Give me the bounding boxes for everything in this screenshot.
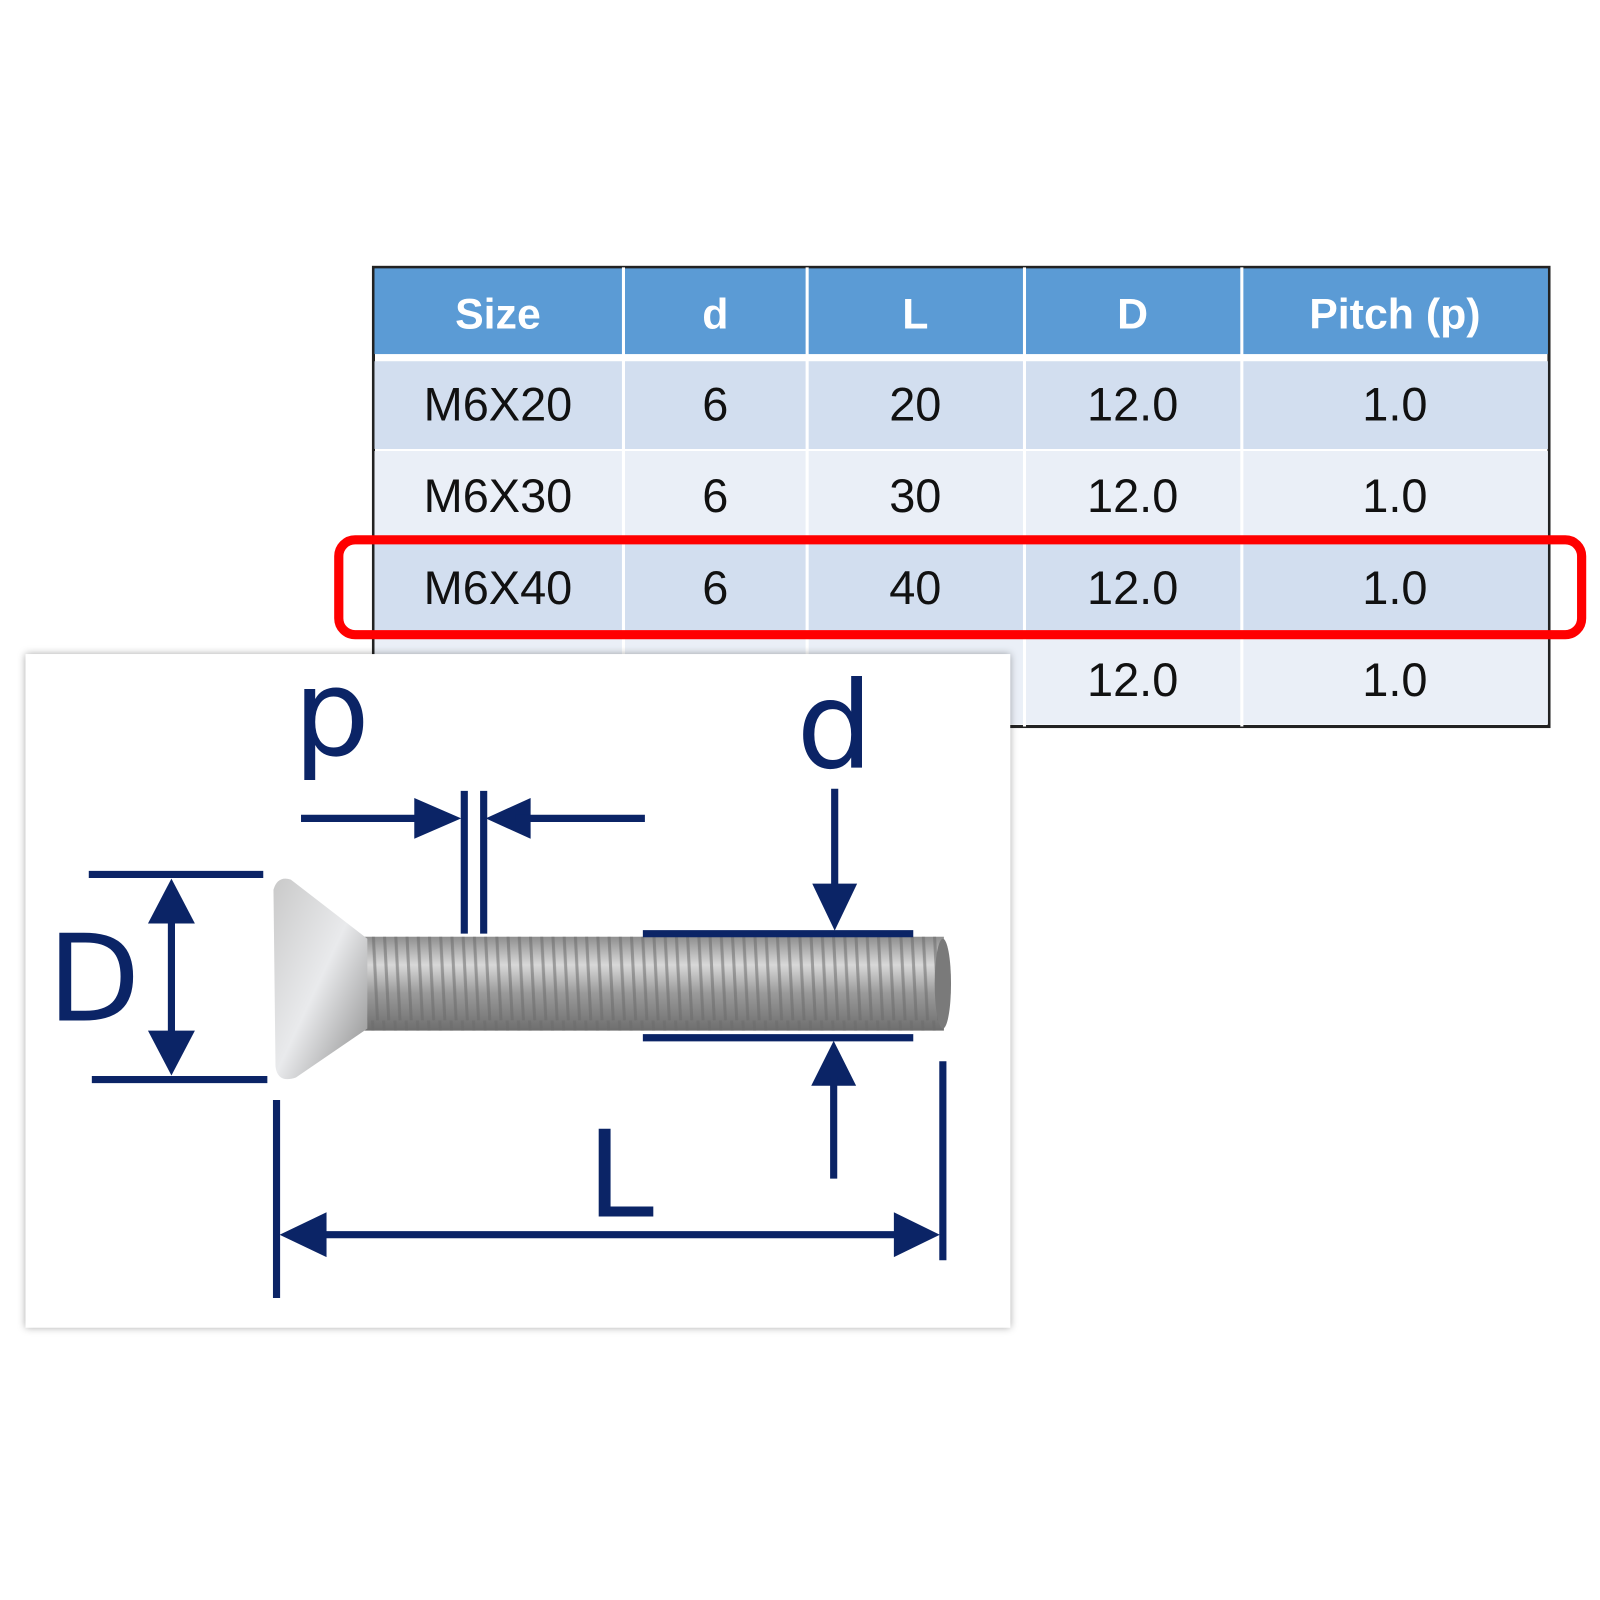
arrow-right-icon bbox=[893, 1212, 940, 1258]
arrow-left-icon bbox=[485, 797, 531, 839]
cell-pitch: 1.0 bbox=[1362, 654, 1427, 706]
header-l: L bbox=[902, 291, 928, 339]
cell-l: 20 bbox=[889, 378, 941, 430]
table-row: 12.0 1.0 bbox=[1087, 654, 1428, 706]
cell-pitch: 1.0 bbox=[1362, 470, 1427, 522]
cell-d: 6 bbox=[702, 470, 728, 522]
arrow-right-icon bbox=[414, 797, 462, 839]
cell-D: 12.0 bbox=[1087, 470, 1178, 522]
label-length: L bbox=[587, 1105, 654, 1245]
table-header bbox=[374, 268, 1548, 355]
cell-D: 12.0 bbox=[1087, 378, 1178, 430]
cell-d: 6 bbox=[702, 378, 728, 430]
table-row-highlighted: M6X40 6 40 12.0 1.0 bbox=[424, 562, 1428, 614]
cell-D: 12.0 bbox=[1087, 562, 1178, 614]
cell-pitch: 1.0 bbox=[1362, 562, 1427, 614]
spec-table: Size d L D Pitch (p) M6X20 6 20 12.0 1.0… bbox=[334, 265, 1587, 729]
header-D: D bbox=[1117, 291, 1148, 339]
header-d: d bbox=[702, 291, 728, 339]
cell-size: M6X20 bbox=[424, 378, 573, 430]
arrow-down-icon bbox=[812, 883, 858, 931]
arrow-up-icon bbox=[811, 1040, 857, 1086]
arrow-left-icon bbox=[279, 1212, 327, 1258]
dimension-diagram: p D d L bbox=[25, 644, 1011, 1328]
cell-D: 12.0 bbox=[1087, 654, 1178, 706]
label-head-diameter: D bbox=[48, 909, 141, 1049]
cell-size: M6X40 bbox=[424, 562, 573, 614]
label-thread-diameter: d bbox=[796, 656, 872, 796]
arrow-down-icon bbox=[147, 1030, 195, 1076]
table-row: M6X30 6 30 12.0 1.0 bbox=[424, 470, 1428, 522]
cell-pitch: 1.0 bbox=[1362, 378, 1427, 430]
cell-l: 40 bbox=[889, 562, 941, 614]
cell-d: 6 bbox=[702, 562, 728, 614]
cell-l: 30 bbox=[889, 470, 941, 522]
highlight-box bbox=[334, 535, 1587, 640]
header-size: Size bbox=[455, 291, 541, 339]
screw-image bbox=[273, 878, 952, 1080]
table-row: M6X20 6 20 12.0 1.0 bbox=[424, 378, 1428, 430]
cell-size: M6X30 bbox=[424, 470, 573, 522]
arrow-up-icon bbox=[147, 878, 195, 924]
label-pitch: p bbox=[293, 644, 369, 784]
header-pitch: Pitch (p) bbox=[1309, 291, 1480, 339]
